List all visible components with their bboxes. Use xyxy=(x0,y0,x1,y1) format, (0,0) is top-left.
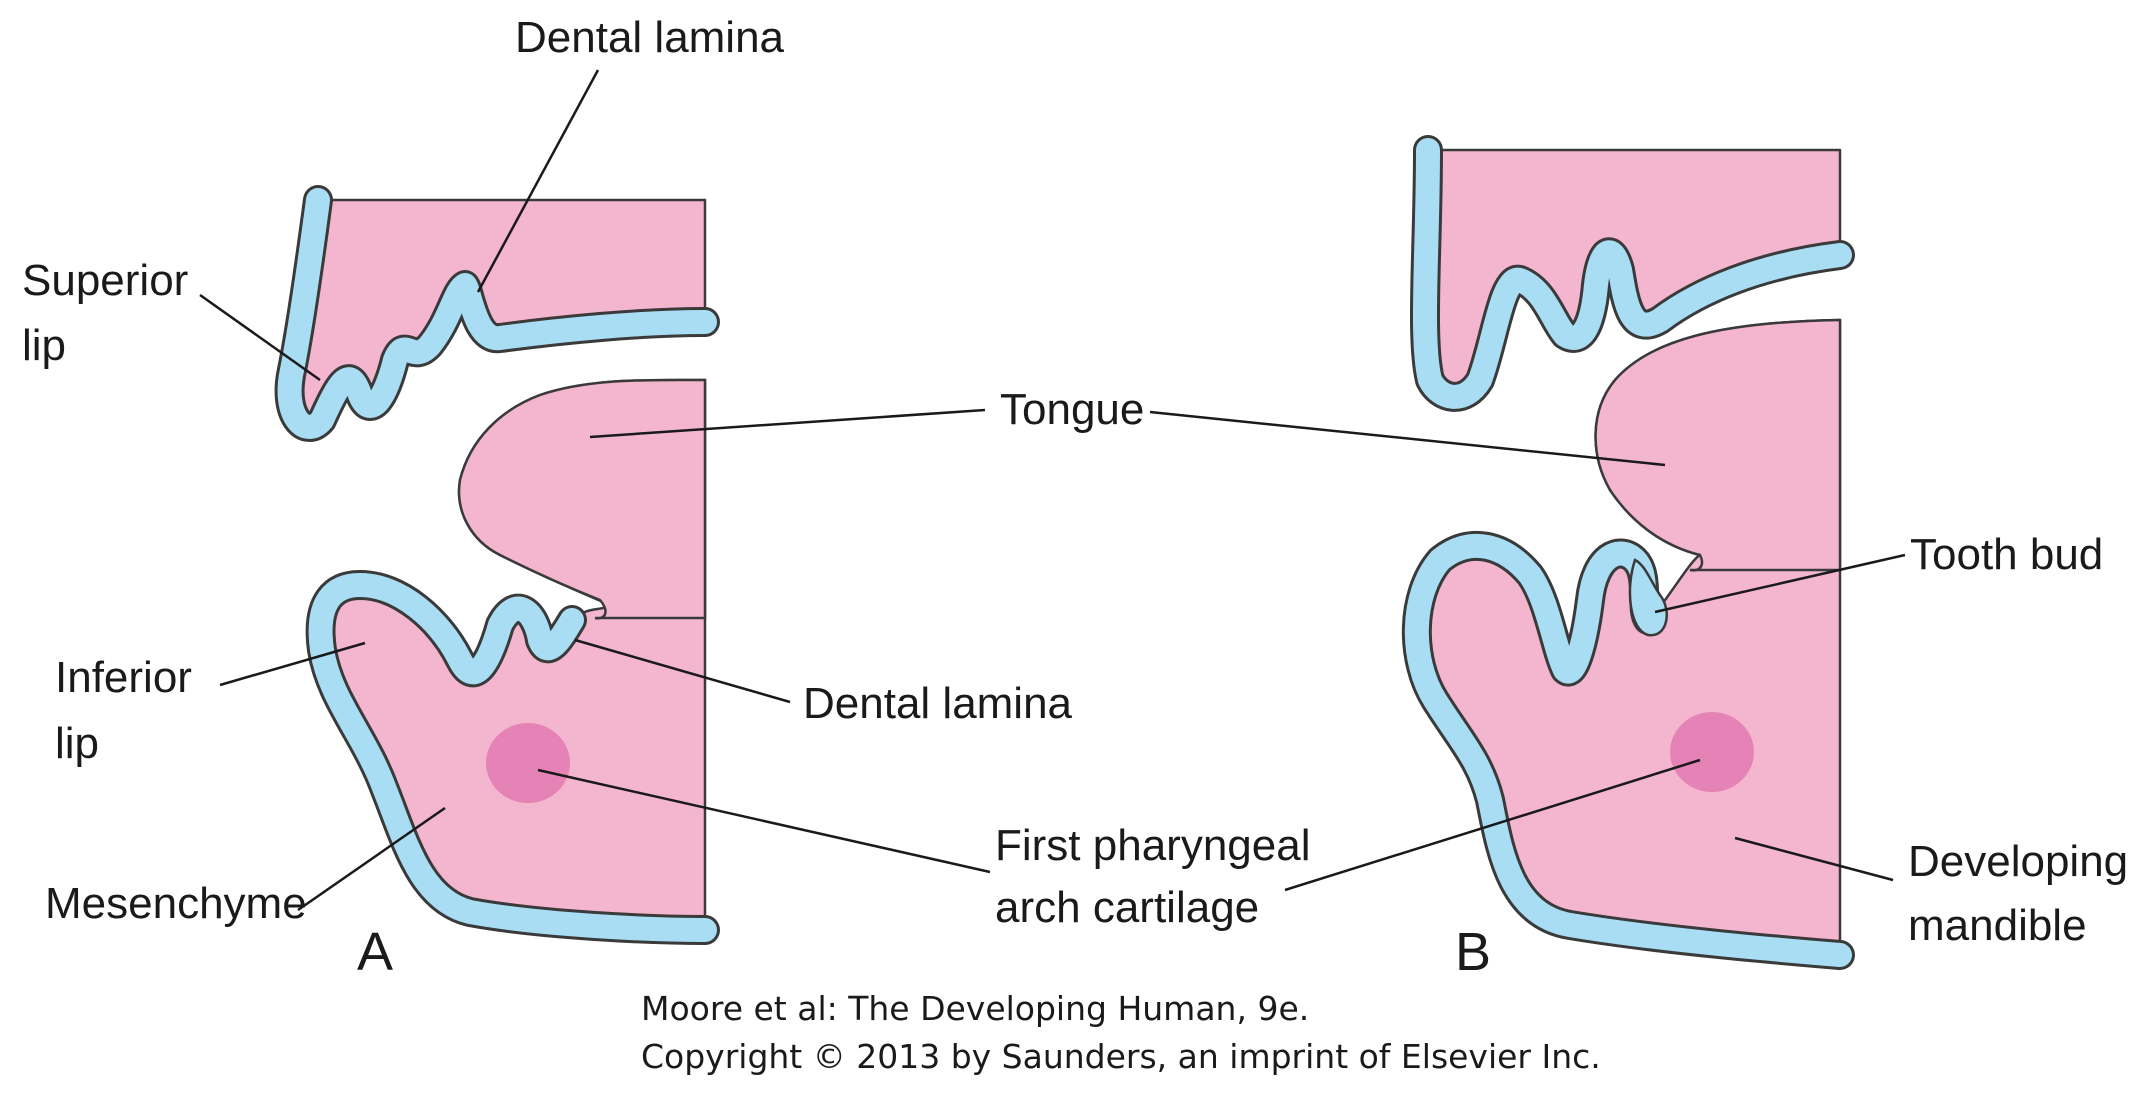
tongue-b xyxy=(1594,318,1842,572)
label-cartilage-line1: First pharyngeal xyxy=(995,821,1310,870)
leader-dental-lamina-mid xyxy=(574,638,791,704)
label-tongue: Tongue xyxy=(1000,385,1144,434)
credit-line2: Copyright © 2013 by Saunders, an imprint… xyxy=(641,1037,1601,1076)
label-superior-lip-line2: lip xyxy=(22,321,66,370)
leader-tongue-b xyxy=(1149,410,1666,467)
leader-lines xyxy=(199,69,1906,912)
leader-cartilage-a xyxy=(537,768,991,874)
label-mesenchyme: Mesenchyme xyxy=(45,879,307,928)
leader-inferior-lip xyxy=(219,641,366,687)
leader-superior-lip xyxy=(199,293,321,382)
tongue-a xyxy=(457,378,707,620)
leader-tooth-bud xyxy=(1654,553,1906,614)
upper-epithelium-a xyxy=(277,188,717,439)
label-cartilage-line2: arch cartilage xyxy=(995,883,1259,932)
panel-b xyxy=(1401,135,1855,970)
label-tooth-bud: Tooth bud xyxy=(1910,530,2103,579)
cartilage-b xyxy=(1670,712,1754,792)
label-superior-lip-line1: Superior xyxy=(22,256,188,305)
labels: Dental lamina Superior lip Tongue Inferi… xyxy=(22,13,2128,950)
label-developing-mandible-line1: Developing xyxy=(1908,837,2128,886)
credit-line1: Moore et al: The Developing Human, 9e. xyxy=(641,989,1309,1028)
label-dental-lamina-mid: Dental lamina xyxy=(803,679,1073,728)
panel-label-b: B xyxy=(1455,922,1491,982)
leader-mesenchyme xyxy=(297,806,446,912)
label-inferior-lip-line1: Inferior xyxy=(55,653,192,702)
panel-label-a: A xyxy=(357,922,393,982)
label-inferior-lip-line2: lip xyxy=(55,719,99,768)
lower-epithelium-b xyxy=(1404,533,1852,967)
panel-a xyxy=(274,185,720,945)
cartilage-a xyxy=(486,723,570,803)
upper-epithelium-b xyxy=(1412,138,1852,409)
label-developing-mandible-line2: mandible xyxy=(1908,901,2087,950)
leader-dental-lamina-top xyxy=(476,69,600,293)
leader-cartilage-b xyxy=(1284,758,1701,892)
label-dental-lamina-top: Dental lamina xyxy=(515,13,785,62)
leader-developing-mandible xyxy=(1734,836,1894,882)
tooth-bud-b xyxy=(1628,558,1668,637)
lower-epithelium-a xyxy=(308,573,717,942)
leader-tongue-a xyxy=(589,408,986,439)
